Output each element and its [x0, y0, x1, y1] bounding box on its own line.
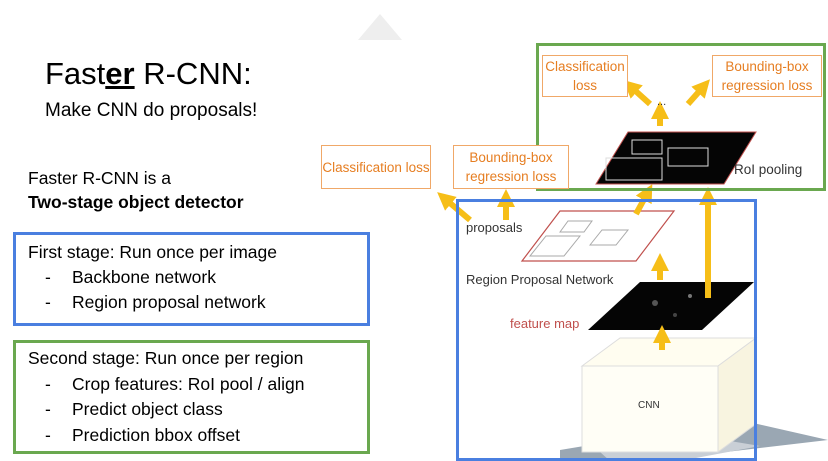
list-item: -Region proposal network	[45, 292, 266, 312]
list-item: -Backbone network	[45, 267, 216, 287]
slide-title: Faster R-CNN:	[45, 56, 252, 91]
ellipsis-label: ...	[657, 96, 667, 108]
classification-loss-top: Classification loss	[542, 55, 628, 97]
list-item: -Crop features: RoI pool / align	[45, 373, 305, 394]
first-stage-heading: First stage: Run once per image	[28, 242, 278, 262]
roi-pooling-plane	[595, 131, 757, 185]
cnn-label: CNN	[638, 400, 660, 411]
list-item: -Predict object class	[45, 399, 223, 419]
list-item: -Prediction bbox offset	[45, 424, 240, 445]
proposals-label: proposals	[466, 220, 523, 235]
to-cls-loss-top-arrow	[623, 79, 653, 107]
bbox-regression-loss-mid: Bounding-box regression loss	[453, 145, 569, 189]
bbox-regression-loss-top: Bounding-box regression loss	[712, 55, 822, 97]
second-stage-box: Second stage: Run once per region -Crop …	[13, 340, 370, 454]
second-stage-frame	[536, 43, 826, 191]
classification-loss-mid: Classification loss	[321, 145, 431, 189]
slide-nav-triangle	[358, 14, 402, 40]
proposals-plane	[520, 210, 676, 262]
first-stage-box: First stage: Run once per image -Backbon…	[13, 232, 370, 326]
intro-text: Faster R-CNN is a Two-stage object detec…	[28, 168, 244, 212]
second-stage-heading: Second stage: Run once per region	[28, 348, 304, 368]
cnn-block-front	[581, 365, 719, 453]
to-bbox-loss-top-arrow	[685, 79, 710, 106]
feature-map-label: feature map	[510, 316, 580, 331]
rpn-label: Region Proposal Network	[466, 272, 614, 287]
first-stage-frame	[456, 199, 757, 461]
feature-map	[588, 282, 754, 330]
roi-pooling-label: RoI pooling	[734, 162, 803, 177]
slide-subtitle: Make CNN do proposals!	[45, 100, 258, 121]
proposals-to-roi-arrow	[633, 184, 653, 216]
